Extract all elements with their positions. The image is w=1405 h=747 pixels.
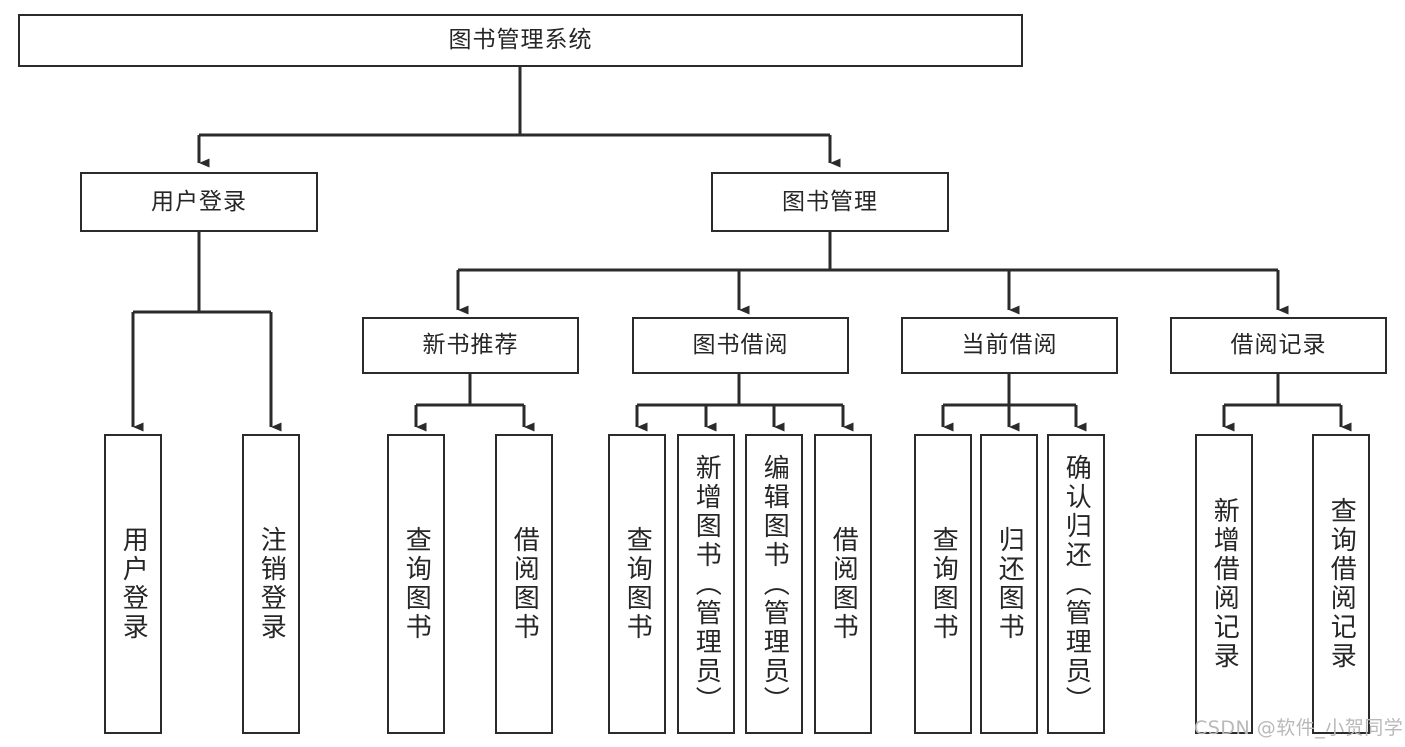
node-label: 确认归还（管理员） (1061, 453, 1092, 715)
node-label: 新增借阅记录 (1209, 497, 1240, 671)
node-label: 当前借阅 (961, 332, 1058, 359)
node-leaf-add-book[interactable]: 新增图书（管理员） (677, 434, 735, 734)
csdn-watermark: CSDN @软件_小贺同学 (1194, 717, 1404, 739)
node-label: 借阅图书 (828, 526, 859, 642)
node-root-book-management-system[interactable]: 图书管理系统 (18, 14, 1023, 67)
node-label: 注销登录 (256, 526, 287, 642)
node-label: 查询借阅记录 (1326, 497, 1357, 671)
node-book-manage[interactable]: 图书管理 (711, 172, 949, 232)
node-leaf-borrow-book-1[interactable]: 借阅图书 (495, 434, 553, 734)
node-leaf-user-login[interactable]: 用户登录 (104, 434, 162, 734)
node-label: 新增图书（管理员） (691, 453, 722, 715)
node-user-login[interactable]: 用户登录 (80, 172, 318, 232)
node-leaf-query-book-3[interactable]: 查询图书 (914, 434, 972, 734)
node-label: 查询图书 (401, 526, 432, 642)
node-label: 图书管理系统 (448, 27, 593, 54)
node-label: 图书借阅 (692, 332, 789, 359)
node-new-book-recommend[interactable]: 新书推荐 (362, 317, 579, 374)
node-leaf-user-logout[interactable]: 注销登录 (242, 434, 300, 734)
node-label: 归还图书 (994, 526, 1025, 642)
node-label: 借阅图书 (509, 526, 540, 642)
node-borrow-record[interactable]: 借阅记录 (1170, 317, 1387, 374)
node-leaf-confirm-return[interactable]: 确认归还（管理员） (1047, 434, 1105, 734)
node-current-borrow[interactable]: 当前借阅 (901, 317, 1118, 374)
node-leaf-edit-book[interactable]: 编辑图书（管理员） (745, 434, 803, 734)
node-label: 查询图书 (928, 526, 959, 642)
node-label: 图书管理 (782, 188, 878, 215)
node-leaf-add-record[interactable]: 新增借阅记录 (1195, 434, 1253, 734)
node-label: 用户登录 (151, 188, 247, 215)
node-label: 查询图书 (622, 526, 653, 642)
node-label: 新书推荐 (422, 332, 519, 359)
node-label: 编辑图书（管理员） (759, 453, 790, 715)
node-leaf-query-record[interactable]: 查询借阅记录 (1312, 434, 1370, 734)
node-label: 借阅记录 (1230, 332, 1327, 359)
node-leaf-query-book-2[interactable]: 查询图书 (608, 434, 666, 734)
node-leaf-return-book[interactable]: 归还图书 (980, 434, 1038, 734)
node-book-borrow[interactable]: 图书借阅 (632, 317, 849, 374)
node-leaf-borrow-book-2[interactable]: 借阅图书 (814, 434, 872, 734)
node-leaf-query-book-1[interactable]: 查询图书 (387, 434, 445, 734)
node-label: 用户登录 (118, 526, 149, 642)
